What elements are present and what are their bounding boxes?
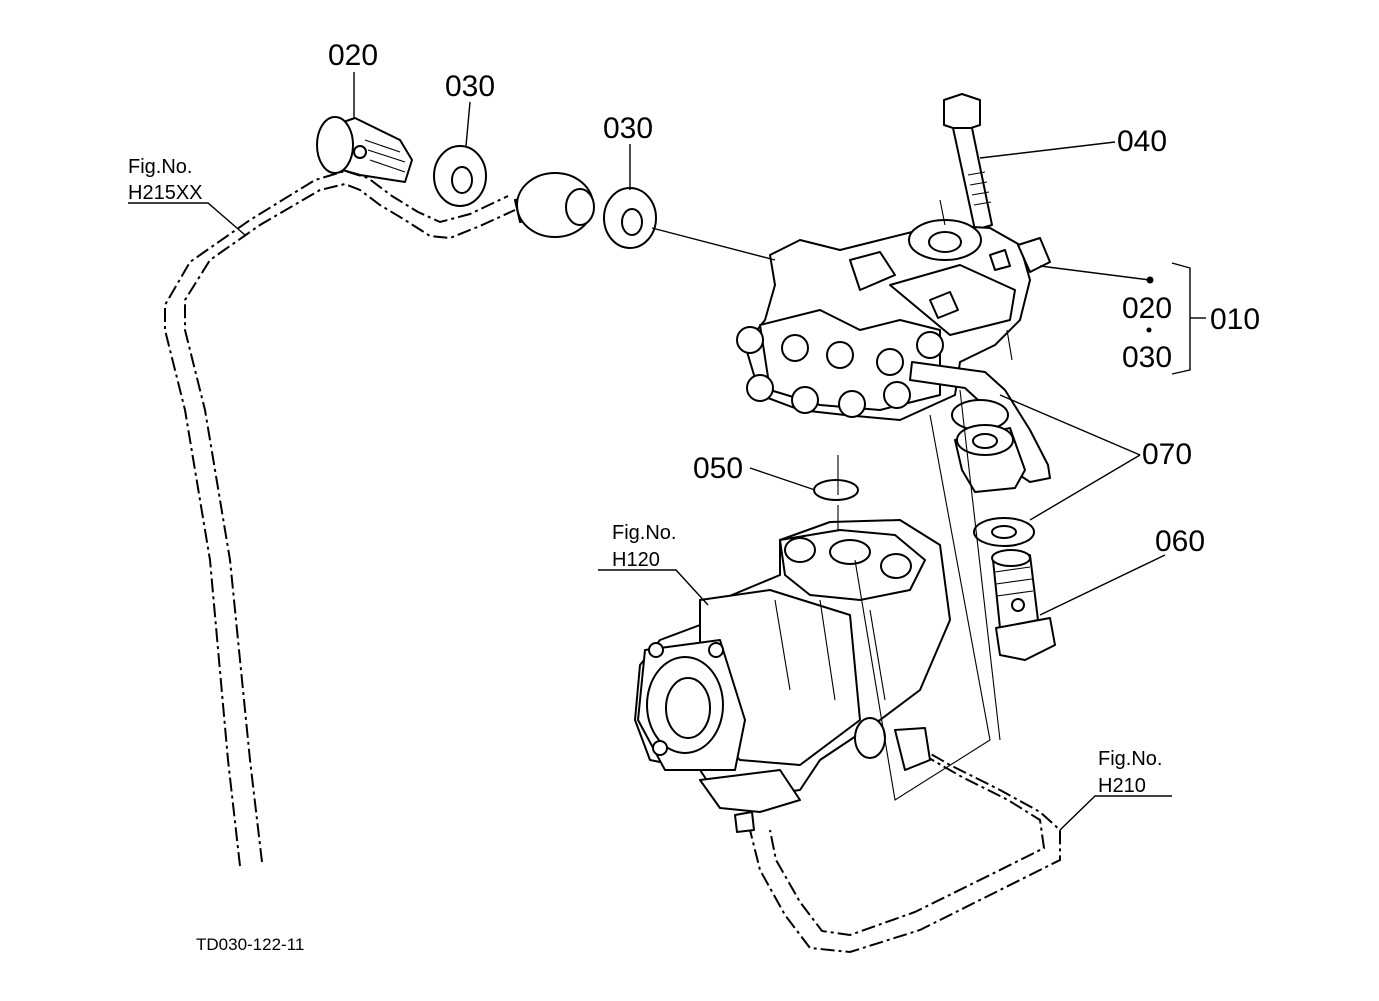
leader-lines	[128, 72, 1172, 831]
banjo-bolt-060	[991, 549, 1056, 661]
figref-h215-line2: H215XX	[128, 182, 203, 204]
part-label-030-sub: 030	[1122, 341, 1172, 374]
pipe-h215xx	[164, 169, 516, 867]
part-label-030-b: 030	[603, 112, 653, 145]
washer-030-a	[433, 145, 487, 207]
washer-030-b	[603, 187, 657, 249]
part-label-030-a: 030	[445, 70, 495, 103]
o-ring-050	[813, 479, 859, 501]
banjo-070	[951, 399, 1026, 493]
figref-h210-line2: H210	[1098, 775, 1146, 797]
hydraulic-pump	[634, 519, 951, 833]
assembly-bracket-010	[1171, 262, 1206, 375]
part-label-070: 070	[1142, 438, 1192, 471]
assembly-outline	[837, 199, 1013, 801]
figref-h210-line1: Fig.No.	[1098, 748, 1162, 770]
part-label-020-sub: 020	[1122, 292, 1172, 325]
banjo-bolt-020	[316, 116, 413, 183]
valve-block-010	[736, 219, 1051, 421]
part-label-050: 050	[693, 452, 743, 485]
figref-h120-line1: Fig.No.	[612, 522, 676, 544]
pipe-h210	[749, 741, 1061, 954]
part-label-020-top: 020	[328, 39, 378, 72]
banjo-fitting-left	[514, 172, 595, 238]
bolt-040	[943, 93, 993, 231]
drawing-code: TD030-122-11	[196, 935, 304, 954]
part-label-040: 040	[1117, 125, 1167, 158]
washer-070	[973, 517, 1035, 547]
figref-h120-line2: H120	[612, 549, 660, 571]
figref-h215-line1: Fig.No.	[128, 156, 192, 178]
part-label-010: 010	[1210, 303, 1260, 336]
part-label-060: 060	[1155, 525, 1205, 558]
